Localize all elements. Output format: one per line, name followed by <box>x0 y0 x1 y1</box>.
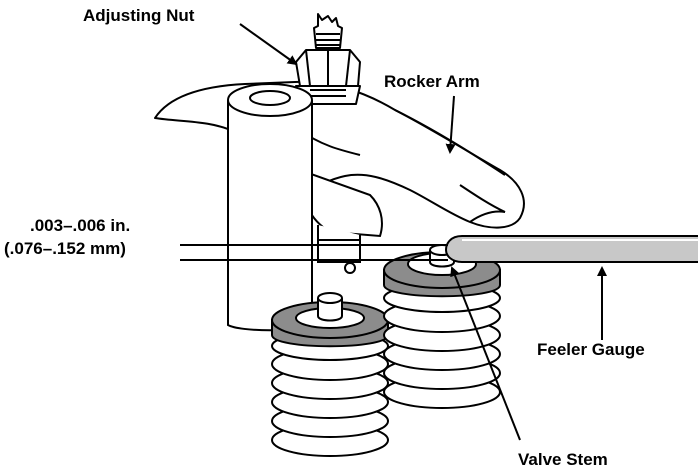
rocker-arm-arrow <box>445 95 456 154</box>
left-valve-spring <box>271 331 389 457</box>
clearance-lines <box>180 244 448 261</box>
label-rocker-arm: Rocker Arm <box>384 72 480 91</box>
left-valve-retainer <box>271 292 389 348</box>
label-adjusting-nut: Adjusting Nut <box>83 6 195 25</box>
label-valve-stem: Valve Stem <box>518 450 608 469</box>
adjusting-nut-arrow <box>239 23 298 66</box>
rocker-pedestal <box>227 83 313 332</box>
leader-arrows <box>239 23 607 441</box>
rocker-body <box>298 168 383 274</box>
label-feeler-gauge: Feeler Gauge <box>537 340 645 359</box>
label-clearance-inches: .003–.006 in. <box>30 216 131 235</box>
label-clearance-millimeters: (.076–.152 mm) <box>4 239 126 258</box>
valve-stem-arrow <box>450 266 521 441</box>
feeler-gauge <box>444 235 698 263</box>
